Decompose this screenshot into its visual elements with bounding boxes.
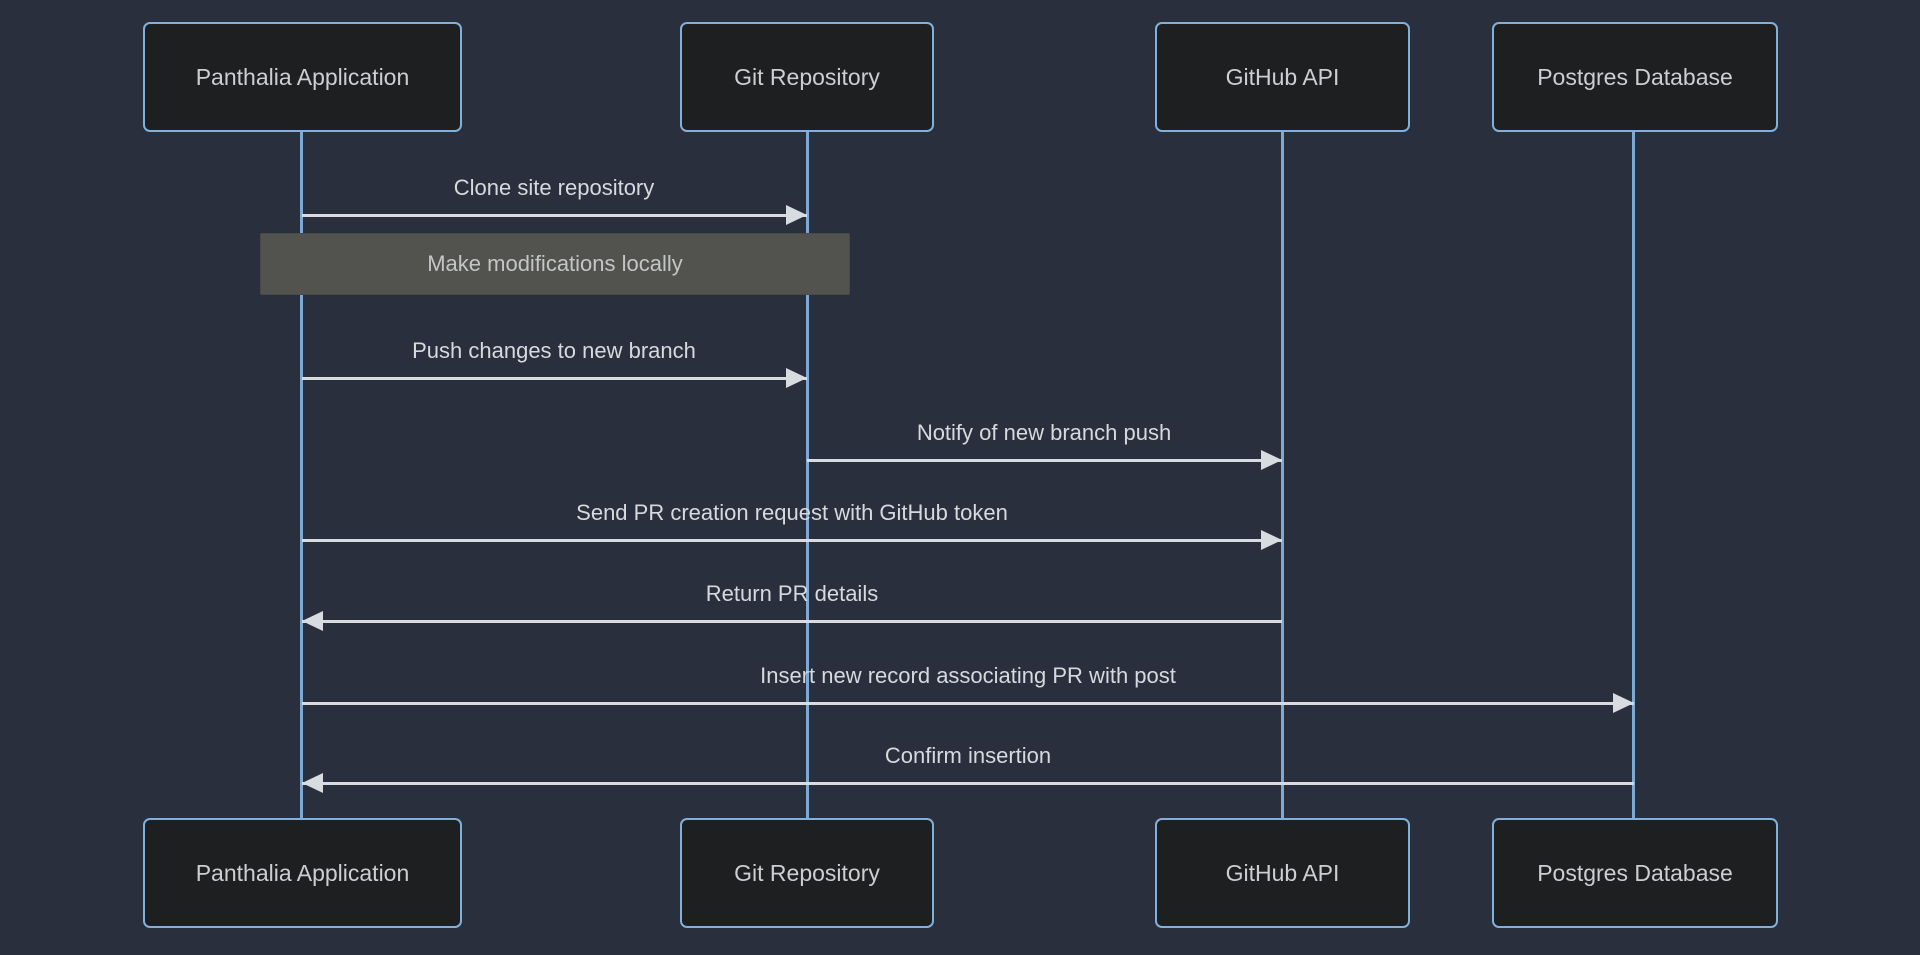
message-label-notify-of-new-branch-push: Notify of new branch push <box>916 420 1172 445</box>
actor-top-postgres-database: Postgres Database <box>1492 22 1778 132</box>
message-line-push-changes-to-new-branch <box>302 377 807 380</box>
actor-top-github-api: GitHub API <box>1155 22 1410 132</box>
message-label-send-pr-creation-request: Send PR creation request with GitHub tok… <box>576 500 1008 525</box>
message-label-confirm-insertion: Confirm insertion <box>884 743 1052 768</box>
message-line-notify-of-new-branch-push <box>807 459 1282 462</box>
arrowhead-right-icon <box>786 368 807 388</box>
message-label-push-changes-to-new-branch: Push changes to new branch <box>412 338 696 363</box>
actor-bottom-github-api-label: GitHub API <box>1225 859 1340 886</box>
message-line-confirm-insertion <box>302 782 1634 785</box>
arrowhead-left-icon <box>302 611 323 631</box>
actor-top-panthalia-application-label: Panthalia Application <box>195 63 410 90</box>
actor-top-github-api-label: GitHub API <box>1225 63 1340 90</box>
actor-bottom-git-repository-label: Git Repository <box>734 859 880 886</box>
actor-bottom-postgres-database: Postgres Database <box>1492 818 1778 928</box>
arrowhead-right-icon <box>1261 450 1282 470</box>
arrowhead-right-icon <box>786 205 807 225</box>
arrowhead-right-icon <box>1613 693 1634 713</box>
actor-bottom-panthalia-application: Panthalia Application <box>143 818 462 928</box>
actor-top-panthalia-application: Panthalia Application <box>143 22 462 132</box>
note-label: Make modifications locally <box>427 251 683 276</box>
actor-bottom-postgres-database-label: Postgres Database <box>1537 859 1733 886</box>
actor-top-postgres-database-label: Postgres Database <box>1537 63 1733 90</box>
actor-bottom-panthalia-application-label: Panthalia Application <box>195 859 410 886</box>
message-line-clone-site-repository <box>302 214 807 217</box>
actor-top-git-repository-label: Git Repository <box>734 63 880 90</box>
note-make-modifications-locally: Make modifications locally <box>260 233 850 295</box>
message-line-send-pr-creation-request <box>302 539 1282 542</box>
message-label-return-pr-details: Return PR details <box>705 581 879 606</box>
lifeline-github-api <box>1281 130 1284 820</box>
arrowhead-left-icon <box>302 773 323 793</box>
message-label-clone-site-repository: Clone site repository <box>453 175 655 200</box>
arrowhead-right-icon <box>1261 530 1282 550</box>
message-line-insert-new-record <box>302 702 1634 705</box>
actor-top-git-repository: Git Repository <box>680 22 934 132</box>
lifeline-panthalia-application <box>300 130 303 820</box>
message-label-insert-new-record: Insert new record associating PR with po… <box>760 663 1176 688</box>
actor-bottom-git-repository: Git Repository <box>680 818 934 928</box>
lifeline-postgres-database <box>1632 130 1635 820</box>
actor-bottom-github-api: GitHub API <box>1155 818 1410 928</box>
message-line-return-pr-details <box>302 620 1282 623</box>
lifeline-git-repository <box>806 130 809 820</box>
